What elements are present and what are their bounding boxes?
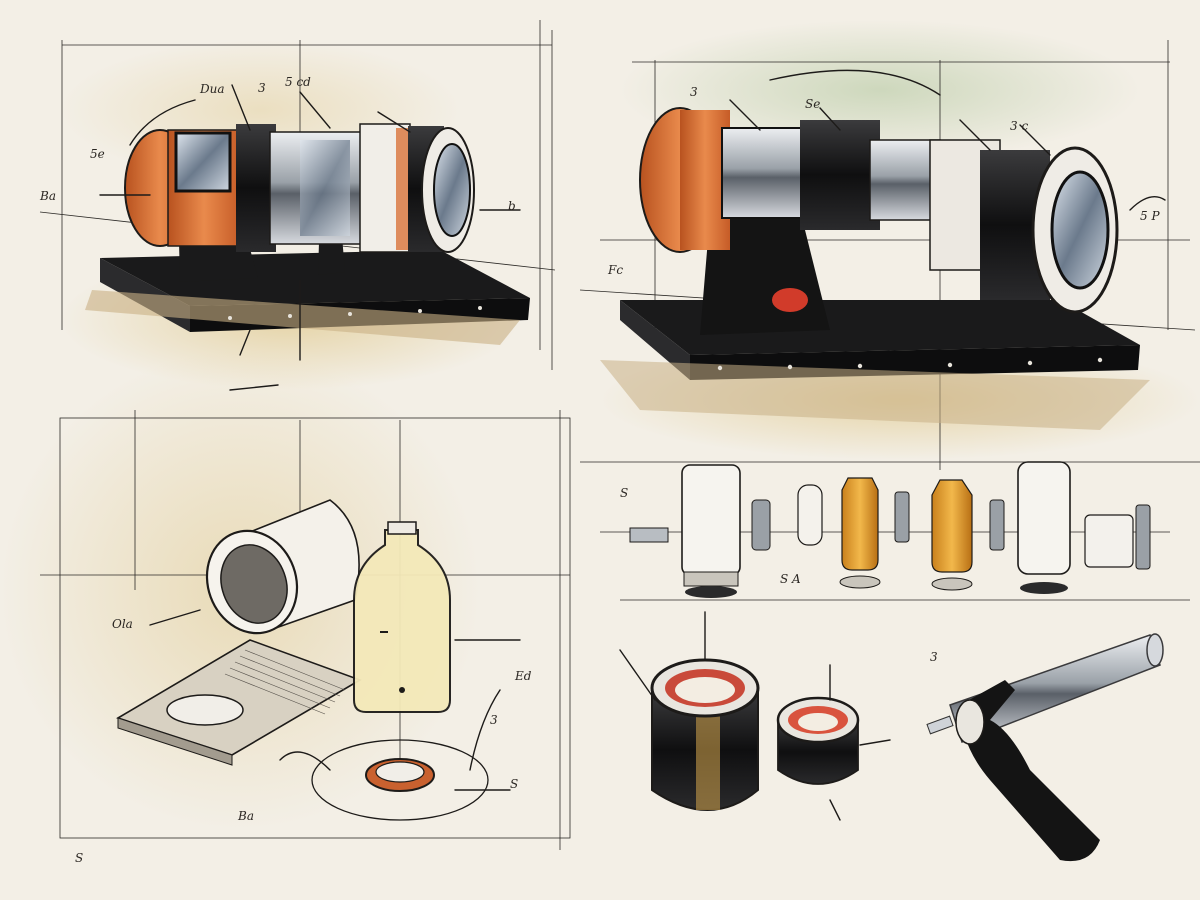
- exploded-parts-sketch: [580, 461, 1200, 601]
- annotation-label: Dua: [199, 82, 225, 96]
- annotation-label: S: [510, 777, 518, 791]
- annotation-label: Ba: [237, 809, 254, 823]
- annotation-label: Fc: [607, 263, 623, 277]
- annotation-label: S: [75, 851, 83, 865]
- black-cup-sketch: [619, 611, 760, 811]
- annotations-bottom-left: Ola Ed 3 Ba S: [75, 617, 532, 865]
- annotation-label: 5 P: [1140, 209, 1160, 223]
- annotations-top-right: 3 Se 3 c 5 P Fc: [607, 85, 1160, 277]
- annotation-label: 3: [490, 713, 498, 727]
- annotations-top-left: Dua 3 5 cd 5e Ba b: [39, 75, 516, 213]
- ring-cap-sketch: [776, 664, 891, 821]
- annotation-label: 3 c: [1010, 119, 1028, 133]
- annotation-label: S: [620, 486, 628, 500]
- annotations-bottom-right: S S A 3 S: [510, 486, 938, 791]
- annotation-label: 5 cd: [285, 75, 311, 89]
- annotation-label: S A: [780, 572, 801, 586]
- annotation-label: 3: [690, 85, 698, 99]
- telescope-left-sketch: [39, 20, 556, 391]
- annotation-label: Ola: [112, 617, 133, 631]
- annotation-label: Se: [805, 97, 820, 111]
- tool-handle-sketch: [926, 633, 1164, 862]
- bottle-assembly-sketch: [40, 410, 571, 850]
- annotation-label: b: [508, 199, 516, 213]
- annotation-label: 3: [930, 650, 938, 664]
- annotation-label: Ba: [39, 189, 56, 203]
- telescope-right-sketch: [579, 40, 1196, 470]
- annotation-label: 3: [258, 81, 266, 95]
- annotation-label: 5e: [90, 147, 105, 161]
- annotation-label: Ed: [514, 669, 532, 683]
